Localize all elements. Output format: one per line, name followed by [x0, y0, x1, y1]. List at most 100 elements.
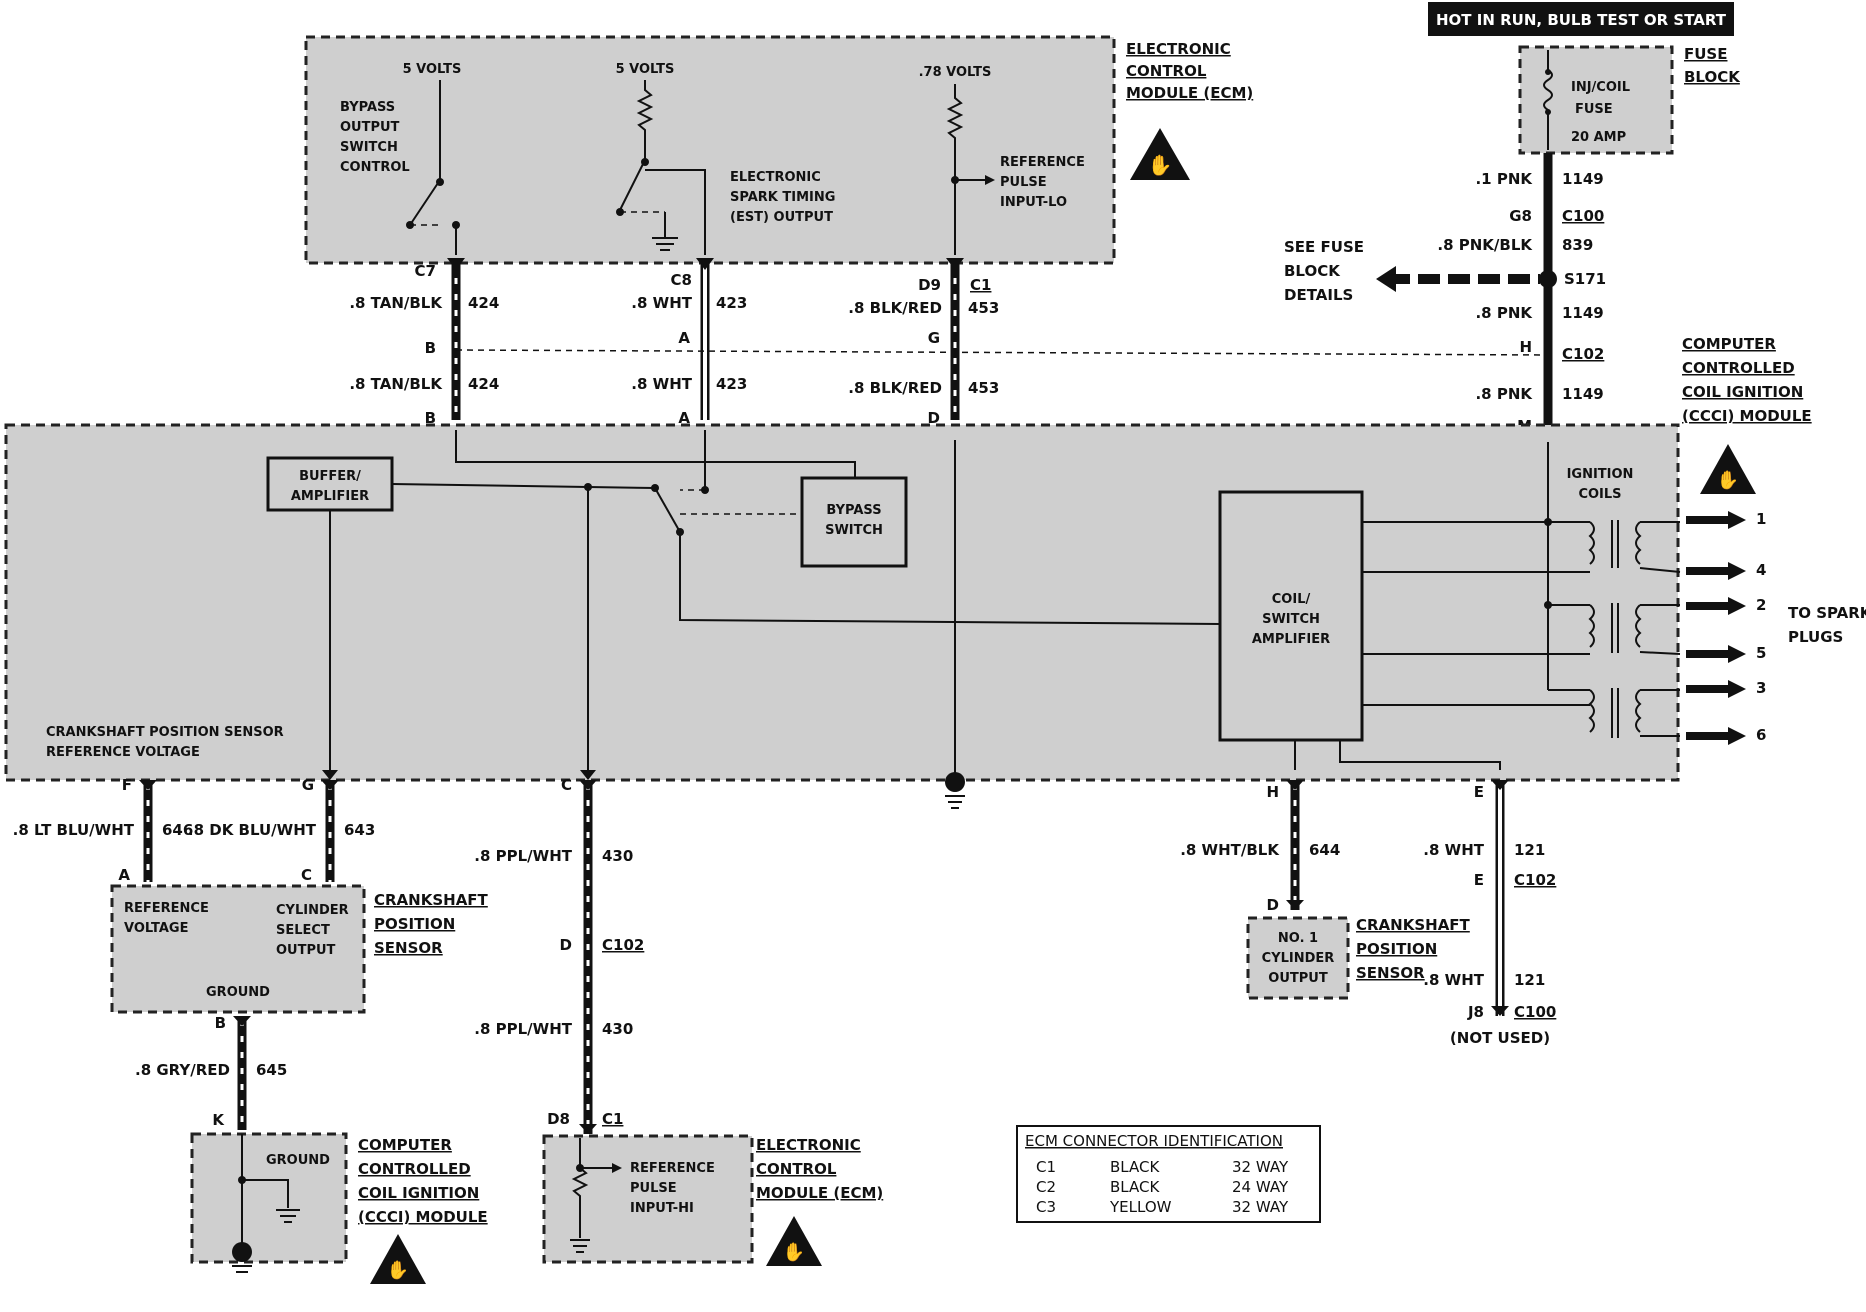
table-r3-c2: YELLOW: [1109, 1198, 1172, 1216]
fuse-block-box: [1518, 45, 1674, 155]
fuse-label-2: FUSE: [1575, 102, 1613, 117]
esd-warning-icon: ✋: [1130, 128, 1190, 180]
esd-warning-icon: ✋: [766, 1216, 822, 1266]
w1-color-2: .8 TAN/BLK: [349, 375, 443, 393]
ccci-title-3: COIL IGNITION: [1682, 383, 1803, 401]
see-fuse-2: BLOCK: [1284, 262, 1341, 280]
bl-g-color: .8 DK BLU/WHT: [188, 821, 317, 839]
fuse-label-3: 20 AMP: [1571, 130, 1626, 145]
ccci-title-2: CONTROLLED: [1682, 359, 1795, 377]
ccci-title-1: COMPUTER: [1682, 335, 1776, 353]
plug-4: 4: [1756, 561, 1766, 579]
br-circ: 644: [1309, 841, 1340, 859]
ccci-internal-wiring: [322, 430, 1590, 809]
ecm-top-title-1: ELECTRONIC: [1126, 40, 1231, 58]
plug-2: 2: [1756, 596, 1766, 614]
wire-643: [321, 780, 339, 882]
table-r2-c1: C2: [1036, 1178, 1056, 1196]
wire-646: [139, 780, 157, 882]
bl-f: F: [122, 776, 132, 794]
table-r2-c2: BLACK: [1110, 1178, 1160, 1196]
bm-c102: C102: [602, 936, 644, 954]
bm-circ-2: 430: [602, 1020, 633, 1038]
bypass-sw-label-1: BYPASS: [826, 503, 881, 518]
crank-sensor-box: [110, 884, 366, 1014]
w2-color-2: .8 WHT: [631, 375, 692, 393]
br-sensor-2: POSITION: [1356, 940, 1437, 958]
br-c102: C102: [1514, 871, 1556, 889]
w3-circ-2: 453: [968, 379, 999, 397]
ref-lo-label-1: REFERENCE: [1000, 155, 1085, 170]
ccci-title-4: (CCCI) MODULE: [1682, 407, 1812, 425]
table-r1-c1: C1: [1036, 1158, 1056, 1176]
ground-symbol-icon: [232, 1134, 300, 1273]
bl-cyl-1: CYLINDER: [276, 903, 349, 918]
coil-amp-label-3: AMPLIFIER: [1252, 632, 1330, 647]
bl-g-circ: 643: [344, 821, 375, 839]
br-color-2: .8 WHT: [1423, 841, 1484, 859]
est-label-1: ELECTRONIC: [730, 170, 821, 185]
br-color: .8 WHT/BLK: [1180, 841, 1280, 859]
ecm-top-title-3: MODULE (ECM): [1126, 84, 1253, 102]
plug-6: 6: [1756, 726, 1766, 744]
table-r1-c3: 32 WAY: [1232, 1158, 1289, 1176]
br-e2: E: [1474, 871, 1484, 889]
bl-a: A: [118, 866, 130, 884]
w3-conn: C1: [970, 276, 991, 294]
bm-title-2: CONTROL: [756, 1160, 837, 1178]
no1-cyl-box: [1246, 916, 1350, 1000]
table-title: ECM CONNECTOR IDENTIFICATION: [1025, 1132, 1283, 1150]
pwr-c3: 1149: [1562, 304, 1604, 322]
hot-banner-bg: [1428, 2, 1734, 36]
bl-g: G: [302, 776, 314, 794]
pwr-c4: 1149: [1562, 385, 1604, 403]
esd-warning-icon: ✋: [1700, 444, 1756, 494]
bm-title-3: MODULE (ECM): [756, 1184, 883, 1202]
est-label-3: (EST) OUTPUT: [730, 210, 833, 225]
ecm-bottom-box: [542, 1134, 754, 1264]
w2-pin-top: C8: [671, 271, 692, 289]
br-sensor-3: SENSOR: [1356, 964, 1425, 982]
bypass-label-3: SWITCH: [340, 140, 398, 155]
svg-text:✋: ✋: [387, 1259, 409, 1281]
pwr-c100: C100: [1562, 207, 1604, 225]
bl-refv-2: VOLTAGE: [124, 921, 189, 936]
bl-mod-title-3: COIL IGNITION: [358, 1184, 479, 1202]
w3-pin-mid: G: [928, 329, 940, 347]
ecm-internal-circuit: [406, 80, 995, 255]
ecm-v3: .78 VOLTS: [919, 65, 992, 80]
svg-text:✋: ✋: [1148, 153, 1173, 177]
pwr-c102: C102: [1562, 345, 1604, 363]
w3-pin-bot: D: [928, 409, 940, 427]
bl-mod-title-2: CONTROLLED: [358, 1160, 471, 1178]
bl-refv-1: REFERENCE: [124, 901, 209, 916]
bl-cyl-2: SELECT: [276, 923, 330, 938]
w2-circ-1: 423: [716, 294, 747, 312]
ref-lo-label-2: PULSE: [1000, 175, 1047, 190]
bypass-sw-label-2: SWITCH: [825, 523, 883, 538]
bm-c: C: [561, 776, 572, 794]
pwr-h: H: [1519, 338, 1532, 356]
ecm-v1: 5 VOLTS: [403, 62, 462, 77]
pwr-w3: .8 PNK: [1475, 304, 1533, 322]
bl-mod-ground: GROUND: [266, 1153, 330, 1168]
bl-k: K: [212, 1111, 225, 1129]
to-plugs-2: PLUGS: [1788, 628, 1843, 646]
ecm-bottom-circuit: [570, 1138, 622, 1253]
w3-pin-top: D9: [918, 276, 941, 294]
bypass-label-4: CONTROL: [340, 160, 410, 175]
ecm-top-title-2: CONTROL: [1126, 62, 1207, 80]
c102-connector-line: [455, 349, 1549, 356]
br-no1-1: NO. 1: [1278, 931, 1318, 946]
w2-pin-mid: A: [678, 329, 690, 347]
table-r3-c1: C3: [1036, 1198, 1056, 1216]
br-j8: J8: [1467, 1003, 1484, 1021]
wire-453: [946, 258, 964, 420]
br-d: D: [1267, 896, 1279, 914]
table-r2-c3: 24 WAY: [1232, 1178, 1289, 1196]
pwr-w2: .8 PNK/BLK: [1437, 236, 1533, 254]
svg-text:✋: ✋: [783, 1241, 805, 1263]
bm-d8: D8: [547, 1110, 570, 1128]
br-h: H: [1266, 783, 1279, 801]
